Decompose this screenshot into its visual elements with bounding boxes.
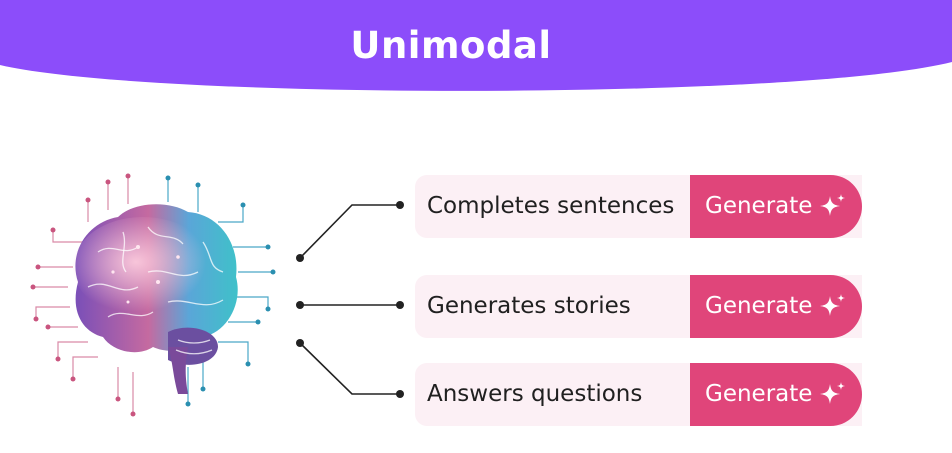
capability-label: Generates stories	[427, 293, 631, 319]
capability-row: Answers questions Generate	[415, 363, 862, 426]
generate-button-label: Generate	[705, 293, 813, 319]
sparkle-icon	[820, 194, 845, 216]
generate-button[interactable]: Generate	[690, 275, 862, 338]
circuit-brain-icon	[30, 173, 276, 417]
sparkle-icon	[820, 382, 845, 404]
capability-label: Answers questions	[427, 381, 643, 407]
generate-button-label: Generate	[705, 381, 813, 407]
generate-button[interactable]: Generate	[690, 175, 862, 238]
capability-row: Generates stories Generate	[415, 275, 862, 338]
generate-button[interactable]: Generate	[690, 363, 862, 426]
sparkle-icon	[820, 294, 845, 316]
header-banner	[0, 0, 952, 91]
generate-button-label: Generate	[705, 193, 813, 219]
capability-row: Completes sentences Generate	[415, 175, 862, 238]
page-title: Unimodal	[350, 24, 552, 67]
capability-label: Completes sentences	[427, 193, 675, 219]
